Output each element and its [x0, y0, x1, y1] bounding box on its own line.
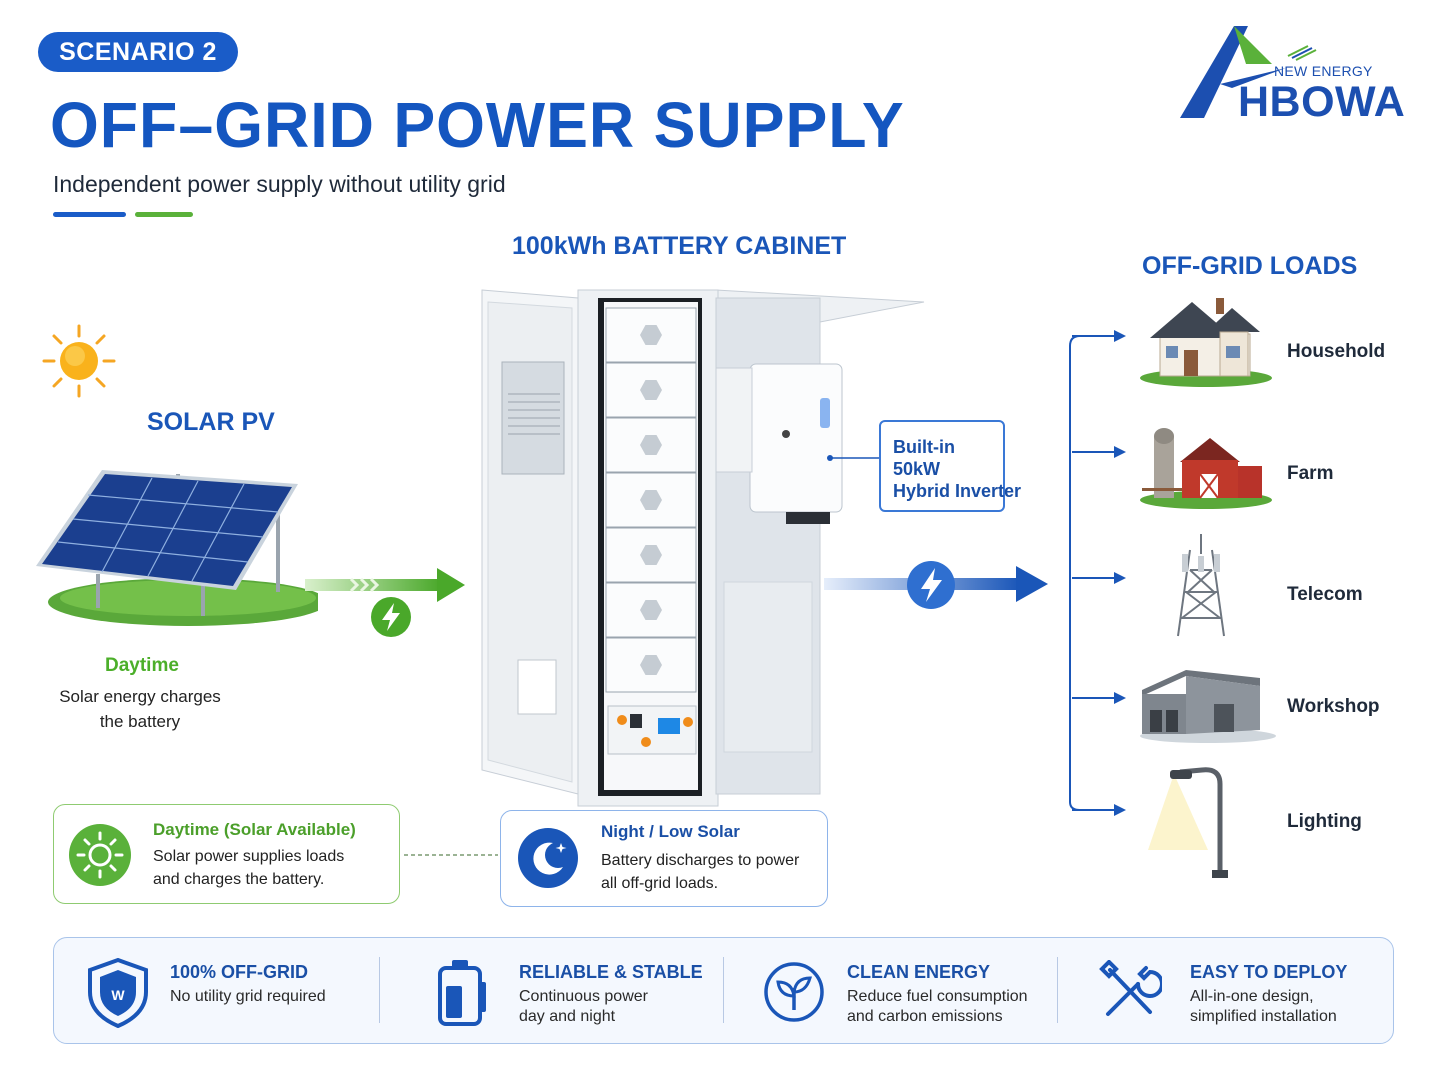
page-title: OFF–GRID POWER SUPPLY: [50, 89, 905, 161]
battery-module-vent: [640, 655, 662, 675]
house-icon: [1140, 298, 1272, 387]
title-underline-green: [135, 212, 193, 217]
logo-brand: HBOWA: [1238, 78, 1406, 126]
night-mode-title: Night / Low Solar: [601, 822, 740, 841]
tools-icon: [1099, 960, 1162, 1016]
battery-cabinet-image: [481, 289, 925, 807]
brand-logo-mark: [1180, 26, 1317, 118]
telecom-tower-icon: [1177, 534, 1225, 637]
feature-text-reliable: Continuous power day and night: [519, 987, 648, 1027]
inverter-label-line1: Built-in: [893, 437, 955, 457]
inverter-connector-line: [827, 455, 882, 461]
load-label-telecom: Telecom: [1287, 584, 1363, 605]
feature-deploy-line1: All-in-one design,: [1190, 988, 1314, 1005]
night-mode-text: Battery discharges to power all off-grid…: [601, 849, 799, 895]
daytime-mode-card: Daytime (Solar Available) Solar power su…: [53, 804, 400, 904]
mode-connector-dashed: [404, 854, 498, 856]
battery-module-vent: [640, 325, 662, 345]
night-mode-card: Night / Low Solar Battery discharges to …: [500, 810, 828, 907]
inverter-label-line2: 50kW: [893, 459, 941, 479]
battery-module-vent: [640, 380, 662, 400]
feature-title-deploy: EASY TO DEPLOY: [1190, 962, 1348, 982]
feature-title-clean: CLEAN ENERGY: [847, 962, 991, 982]
feature-text-offgrid: No utility grid required: [170, 987, 326, 1007]
day-mode-title: Daytime (Solar Available): [153, 820, 356, 839]
feature-title-offgrid: 100% OFF-GRID: [170, 962, 309, 982]
feature-divider: [1057, 957, 1058, 1023]
solar-description: Solar energy charges the battery: [45, 684, 235, 734]
solar-description-line1: Solar energy charges: [59, 687, 221, 706]
solar-charge-arrow: [305, 568, 465, 602]
load-label-household: Household: [1287, 341, 1386, 362]
night-mode-line2: all off-grid loads.: [601, 875, 719, 892]
day-mode-line2: and charges the battery.: [153, 871, 325, 888]
leaf-icon: [764, 962, 824, 1022]
sun-icon: [42, 324, 116, 398]
feature-text-clean: Reduce fuel consumption and carbon emiss…: [847, 987, 1028, 1027]
feature-reliable-line1: Continuous power: [519, 988, 648, 1005]
warehouse-icon: [1140, 670, 1276, 743]
inverter-label-box: Built-in 50kW Hybrid Inverter: [879, 420, 1022, 512]
shield-icon: W: [88, 958, 148, 1028]
feature-divider: [379, 957, 380, 1023]
daytime-label: Daytime: [105, 655, 179, 676]
load-label-farm: Farm: [1287, 463, 1334, 484]
feature-text-deploy: All-in-one design, simplified installati…: [1190, 987, 1337, 1027]
logo-tagline: NEW ENERGY: [1274, 63, 1373, 79]
feature-deploy-line2: simplified installation: [1190, 1008, 1337, 1025]
lightning-icon: [371, 597, 411, 637]
feature-clean-line1: Reduce fuel consumption: [847, 988, 1028, 1005]
load-label-workshop: Workshop: [1287, 696, 1380, 717]
feature-divider: [723, 957, 724, 1023]
solar-description-line2: the battery: [99, 712, 181, 731]
battery-module-vent: [640, 435, 662, 455]
battery-module-vent: [640, 545, 662, 565]
day-mode-line1: Solar power supplies loads: [153, 848, 345, 865]
night-mode-line1: Battery discharges to power: [601, 852, 800, 869]
inverter-label-line3: Hybrid Inverter: [893, 481, 1022, 501]
battery-icon: [438, 960, 486, 1026]
moon-badge-icon: [518, 828, 578, 888]
battery-cabinet-title: 100kWh BATTERY CABINET: [512, 232, 847, 260]
feature-offgrid-line1: No utility grid required: [170, 988, 326, 1005]
battery-modules: [605, 307, 697, 693]
solar-panel-image: [36, 470, 318, 626]
load-label-lighting: Lighting: [1287, 811, 1362, 832]
sun-badge-icon: [69, 824, 131, 886]
bolt-circle-icon: [907, 561, 955, 609]
page-subtitle: Independent power supply without utility…: [53, 171, 506, 197]
svg-text:W: W: [111, 987, 125, 1003]
battery-module-vent: [640, 600, 662, 620]
battery-module-vent: [640, 490, 662, 510]
street-lamp-icon: [1148, 767, 1228, 878]
off-grid-loads-title: OFF-GRID LOADS: [1142, 252, 1358, 280]
feature-title-reliable: RELIABLE & STABLE: [519, 962, 703, 982]
barn-icon: [1140, 428, 1272, 509]
load-distribution-tree: [1069, 330, 1126, 816]
solar-pv-title: SOLAR PV: [147, 408, 275, 436]
feature-reliable-line2: day and night: [519, 1008, 616, 1025]
feature-clean-line2: and carbon emissions: [847, 1008, 1003, 1025]
title-underline-blue: [53, 212, 126, 217]
scenario-badge: SCENARIO 2: [38, 32, 238, 72]
day-mode-text: Solar power supplies loads and charges t…: [153, 845, 344, 891]
